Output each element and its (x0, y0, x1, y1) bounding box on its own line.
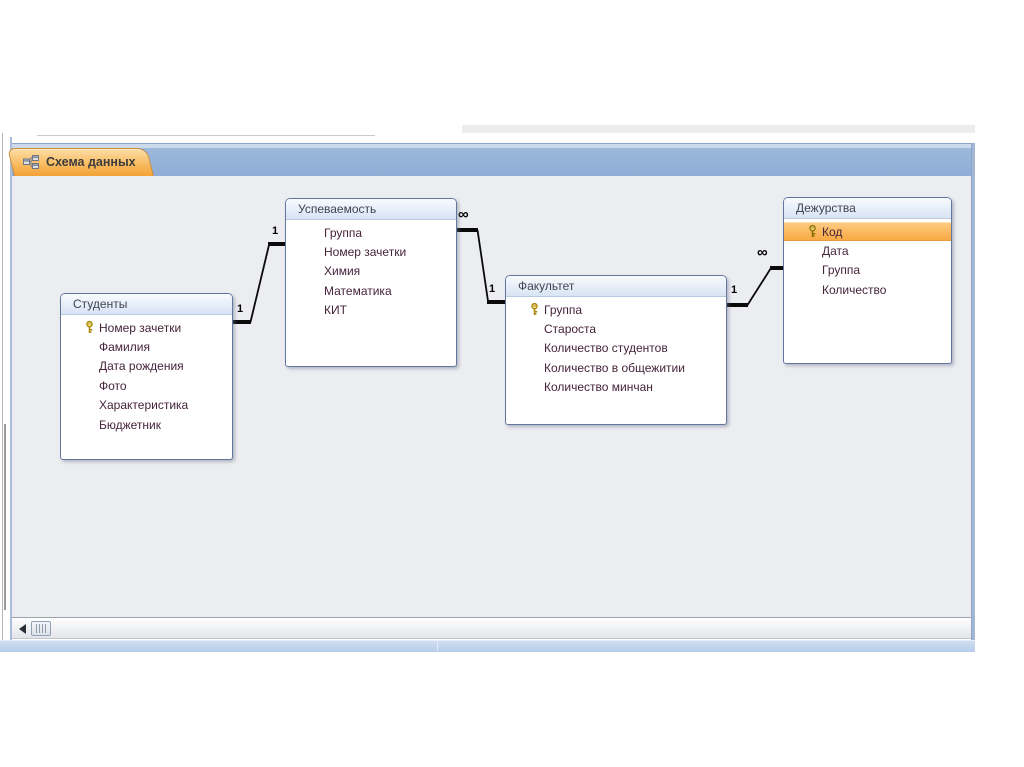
field-row[interactable]: Группа (506, 300, 726, 319)
field-row[interactable]: Химия (286, 262, 456, 281)
field-name: Количество минчан (544, 380, 653, 395)
field-name: Бюджетник (99, 417, 161, 432)
field-row[interactable]: Дата рождения (61, 357, 232, 376)
field-row[interactable]: КИТ (286, 301, 456, 320)
field-row[interactable]: Характеристика (61, 396, 232, 415)
key-icon (529, 302, 541, 316)
field-row[interactable]: Количество (784, 280, 951, 299)
field-row[interactable]: Дата (784, 241, 951, 260)
field-row[interactable]: Староста (506, 319, 726, 338)
status-bar-divider (437, 641, 438, 651)
field-name: Группа (544, 302, 583, 317)
field-name: Номер зачетки (324, 245, 407, 260)
table-dezhurstva: Дежурства Код Дата Группа Количество (783, 197, 952, 364)
cardinality-label-many: ∞ (757, 244, 768, 261)
field-name: Группа (324, 225, 363, 240)
window-left-border (10, 137, 12, 652)
status-bar (0, 640, 975, 652)
field-row[interactable]: Номер зачетки (286, 242, 456, 261)
scroll-left-arrow-icon[interactable] (19, 624, 26, 634)
field-row[interactable]: Математика (286, 281, 456, 300)
window-top-gap (12, 137, 971, 143)
table-header[interactable]: Дежурства (784, 198, 951, 219)
field-row[interactable]: Количество минчан (506, 378, 726, 397)
field-row[interactable]: Бюджетник (61, 415, 232, 434)
window-right-border[interactable] (971, 143, 975, 652)
field-name: Характеристика (99, 398, 189, 413)
field-name: Математика (324, 283, 392, 298)
table-uspevaemost: Успеваемость Группа Номер зачетки Химия … (285, 198, 457, 367)
ribbon-bottom-line (37, 135, 375, 136)
cardinality-label-one: 1 (731, 284, 738, 296)
field-row[interactable]: Количество студентов (506, 339, 726, 358)
ribbon-bottom-edge (462, 125, 975, 133)
tab-label: Схема данных (46, 155, 136, 169)
field-name: Количество студентов (544, 341, 668, 356)
cardinality-label-many: ∞ (458, 206, 469, 223)
field-row[interactable]: Номер зачетки (61, 318, 232, 337)
key-icon (84, 320, 96, 334)
table-header[interactable]: Факультет (506, 276, 726, 297)
field-name: Фамилия (99, 340, 150, 355)
window-top-strip (12, 143, 971, 148)
field-row[interactable]: Количество в общежитии (506, 358, 726, 377)
field-name: Дата рождения (99, 359, 184, 374)
field-name: Фото (99, 378, 127, 393)
field-name: Группа (822, 263, 861, 278)
cardinality-label-one: 1 (237, 303, 244, 315)
scrollbar-thumb[interactable] (31, 621, 51, 636)
table-header[interactable]: Студенты (61, 294, 232, 315)
field-row[interactable]: Группа (286, 223, 456, 242)
relationships-icon (23, 155, 39, 169)
field-name: Код (822, 224, 843, 239)
nav-pane-edge (2, 133, 3, 648)
field-row-selected[interactable]: Код (784, 222, 951, 242)
nav-pane-edge-lower (4, 424, 6, 610)
horizontal-scrollbar[interactable] (12, 619, 971, 639)
field-name: КИТ (324, 303, 347, 318)
field-name: Староста (544, 322, 597, 337)
field-name: Количество (822, 282, 887, 297)
key-icon (807, 224, 819, 238)
field-row[interactable]: Фото (61, 376, 232, 395)
table-studenty: Студенты Номер зачетки Фамилия Дата рожд… (60, 293, 233, 460)
table-fakultet: Факультет Группа Староста Количество сту… (505, 275, 727, 425)
document-tab-bar (12, 148, 971, 176)
field-name: Химия (324, 264, 361, 279)
cardinality-label-one: 1 (489, 283, 496, 295)
cardinality-label-one: 1 (272, 225, 279, 237)
field-name: Количество в общежитии (544, 360, 685, 375)
table-header[interactable]: Успеваемость (286, 199, 456, 220)
field-row[interactable]: Фамилия (61, 337, 232, 356)
tab-schema-dannyh[interactable]: Схема данных (7, 148, 155, 176)
field-name: Дата (822, 244, 849, 259)
field-name: Номер зачетки (99, 320, 182, 335)
field-row[interactable]: Группа (784, 261, 951, 280)
